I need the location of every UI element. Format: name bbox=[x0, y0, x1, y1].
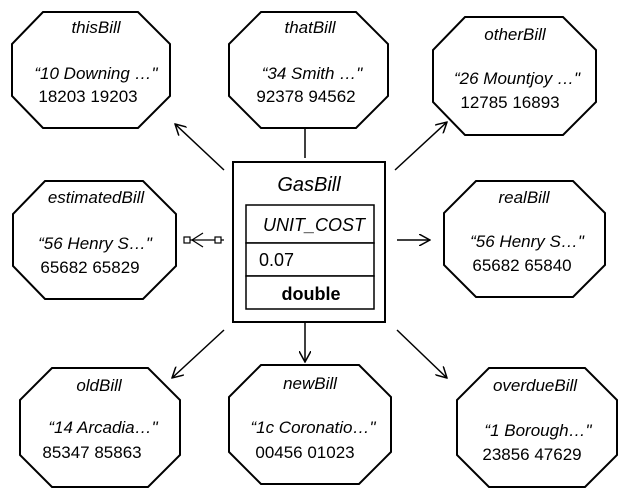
object-nums: 85347 85863 bbox=[42, 443, 141, 462]
octagon-shape bbox=[432, 16, 597, 136]
octagon-shape bbox=[228, 364, 392, 485]
object-nums: 92378 94562 bbox=[256, 87, 355, 106]
object-text: “10 Downing …" bbox=[34, 64, 158, 83]
gasbill-class-box[interactable]: GasBill UNIT_COST 0.07 double bbox=[232, 161, 386, 323]
object-name: estimatedBill bbox=[48, 188, 146, 207]
attr-type-cell bbox=[245, 275, 375, 310]
arrow-to-oldBill bbox=[172, 329, 225, 378]
octagon-shape bbox=[11, 11, 171, 129]
arrow-to-overdueBill bbox=[396, 329, 447, 378]
object-text: “26 Mountjoy …" bbox=[454, 69, 581, 88]
attr-value: 0.07 bbox=[259, 250, 294, 270]
class-title: GasBill bbox=[277, 174, 341, 196]
object-name: realBill bbox=[498, 188, 550, 207]
object-otherBill[interactable]: otherBill “26 Mountjoy …" 12785 16893 bbox=[432, 16, 597, 136]
link-end-square-right bbox=[214, 236, 222, 244]
object-nums: 65682 65829 bbox=[40, 258, 139, 277]
object-thisBill[interactable]: thisBill “10 Downing …" 18203 19203 bbox=[11, 11, 171, 129]
object-text: “56 Henry S…" bbox=[470, 232, 585, 251]
object-oldBill[interactable]: oldBill “14 Arcadia…" 85347 85863 bbox=[19, 367, 181, 488]
object-thatBill[interactable]: thatBill “34 Smith …" 92378 94562 bbox=[228, 11, 389, 129]
object-nums: 00456 01023 bbox=[255, 443, 354, 462]
object-name: otherBill bbox=[484, 25, 547, 44]
object-nums: 18203 19203 bbox=[38, 87, 137, 106]
object-text: “14 Arcadia…" bbox=[48, 418, 158, 437]
object-nums: 65682 65840 bbox=[472, 256, 571, 275]
attr-name: UNIT_COST bbox=[263, 215, 367, 235]
object-name: oldBill bbox=[76, 376, 123, 395]
object-nums: 23856 47629 bbox=[482, 445, 581, 464]
arrows-group bbox=[172, 118, 447, 378]
object-overdueBill[interactable]: overdueBill “1 Borough…" 23856 47629 bbox=[456, 367, 618, 488]
object-newBill[interactable]: newBill “1c Coronatio…" 00456 01023 bbox=[228, 364, 392, 485]
object-nums: 12785 16893 bbox=[460, 93, 559, 112]
object-name: overdueBill bbox=[493, 376, 578, 395]
attr-type: double bbox=[282, 284, 341, 304]
object-text: “1 Borough…" bbox=[484, 421, 592, 440]
octagon-shape bbox=[456, 367, 618, 488]
link-end-square-left bbox=[183, 236, 191, 244]
object-name: thisBill bbox=[71, 18, 121, 37]
arrow-to-otherBill bbox=[394, 122, 447, 171]
object-name: newBill bbox=[283, 374, 338, 393]
attr-name-cell bbox=[245, 204, 375, 244]
object-text: “1c Coronatio…" bbox=[250, 418, 376, 437]
object-realBill[interactable]: realBill “56 Henry S…" 65682 65840 bbox=[443, 180, 606, 298]
attr-value-cell bbox=[245, 242, 375, 277]
object-name: thatBill bbox=[284, 18, 336, 37]
object-estimatedBill[interactable]: estimatedBill “56 Henry S…" 65682 65829 bbox=[12, 180, 177, 300]
octagon-shape bbox=[19, 367, 181, 488]
octagon-shape bbox=[12, 180, 177, 300]
octagon-shape bbox=[228, 11, 389, 129]
object-text: “56 Henry S…" bbox=[38, 234, 153, 253]
octagon-shape bbox=[443, 180, 606, 298]
object-text: “34 Smith …" bbox=[262, 64, 363, 83]
arrow-to-thisBill bbox=[175, 124, 225, 171]
link-open-arrowhead bbox=[190, 232, 204, 248]
